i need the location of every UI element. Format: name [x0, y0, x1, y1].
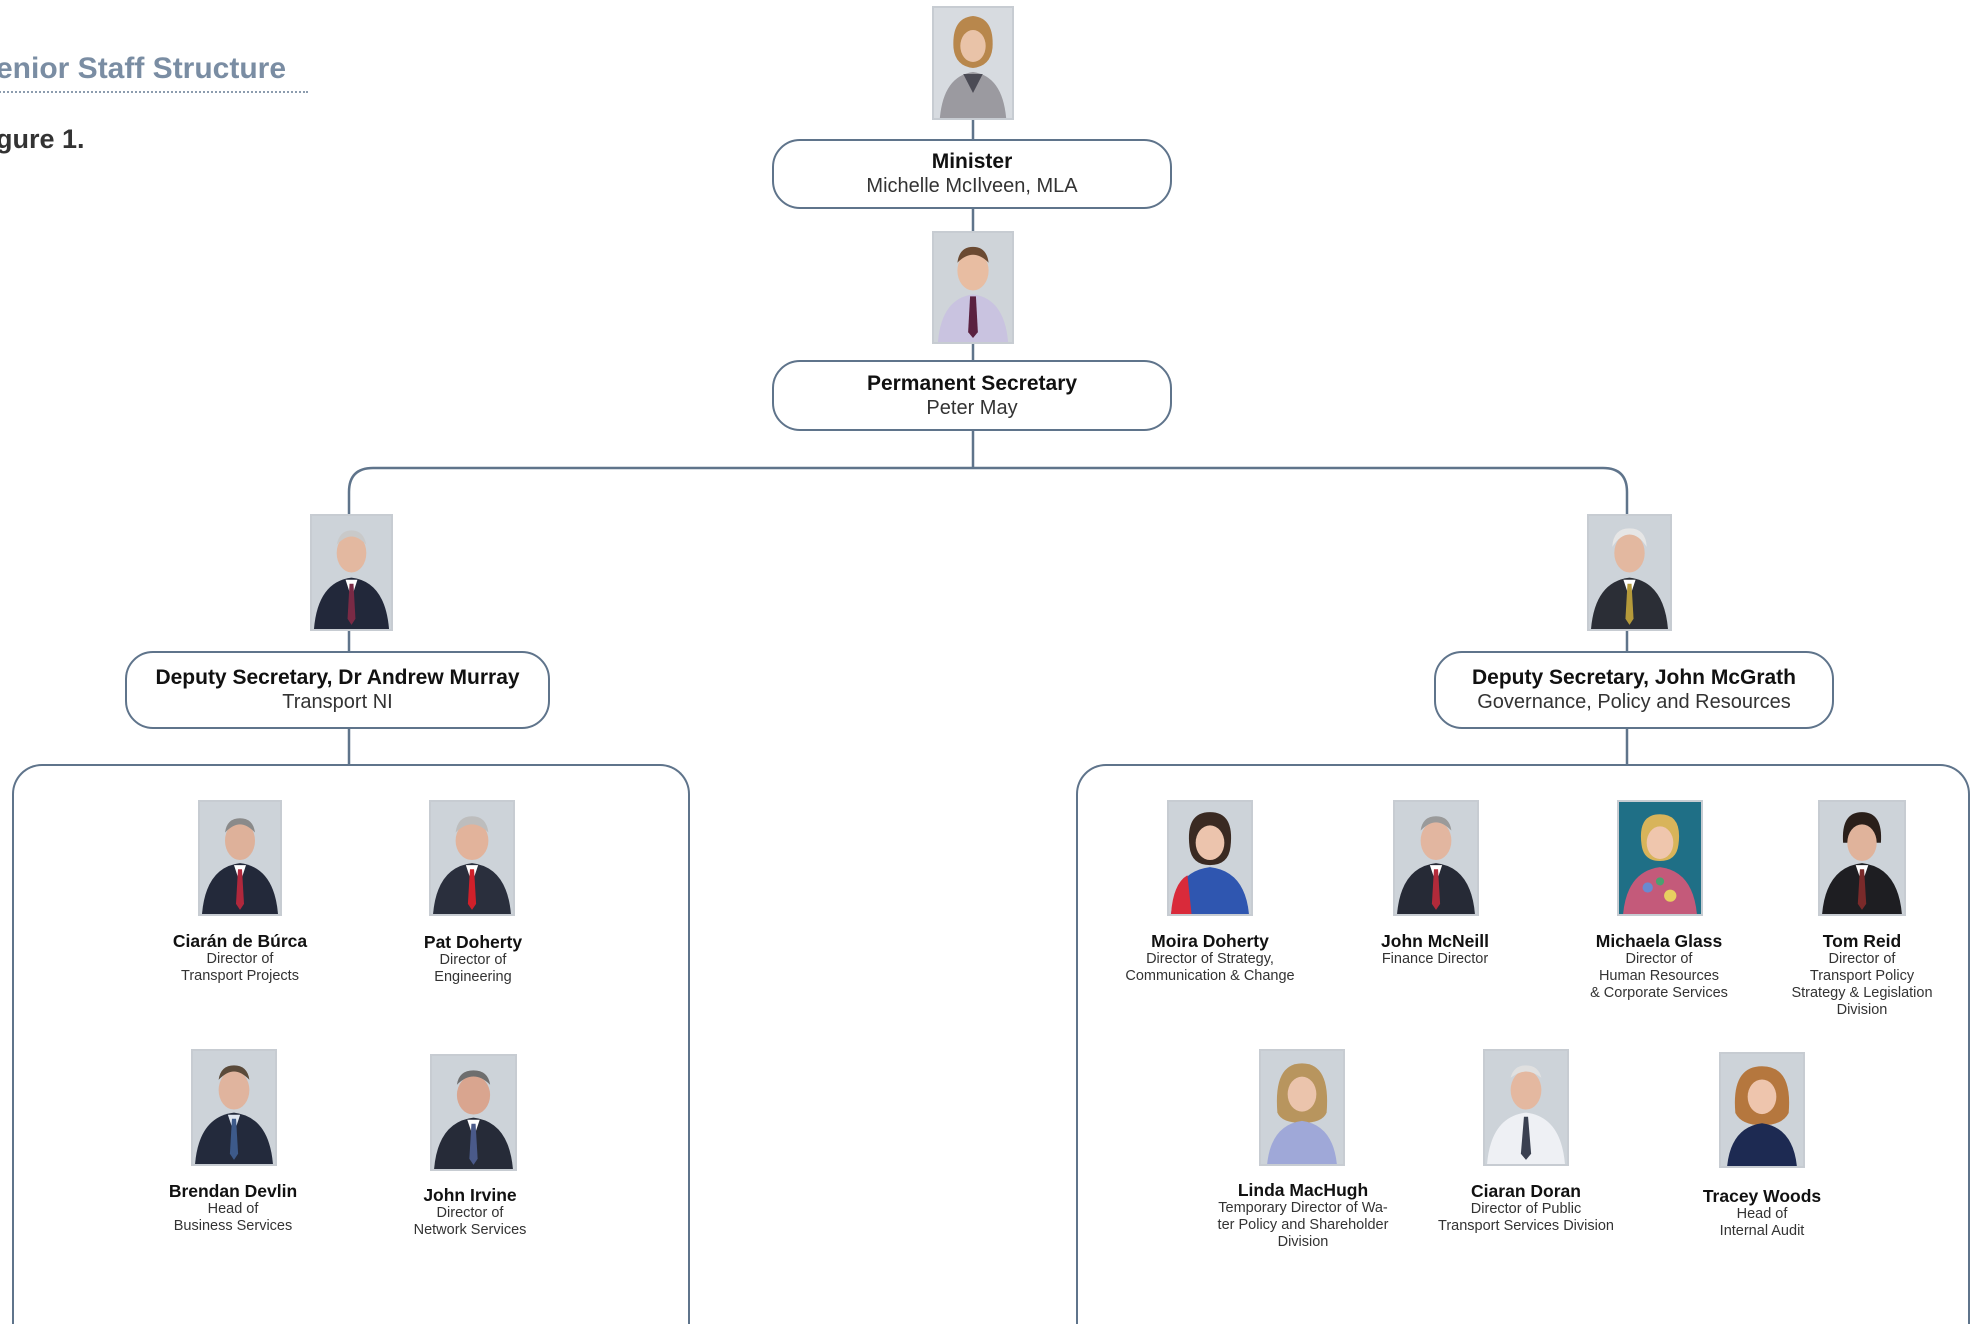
minister-title: Minister [931, 150, 1013, 173]
gpr-group [1076, 764, 1970, 1324]
staff-photo [1393, 800, 1479, 916]
staff-photo [1259, 1049, 1345, 1166]
staff-name: Tom Reid [1822, 931, 1902, 951]
deputy-right-unit: Governance, Policy and Resources [1477, 691, 1791, 713]
figure-label: gure 1. [0, 124, 85, 154]
connector-branch [347, 466, 1629, 516]
deputy-right-box: Deputy Secretary, John McGrath Governanc… [1434, 651, 1834, 729]
permanent-secretary-name: Peter May [926, 396, 1018, 419]
staff-role: Director of Transport Projects [181, 951, 299, 984]
staff-card: Pat Doherty Director of Engineering [373, 932, 573, 986]
staff-photo [1719, 1052, 1805, 1168]
permanent-secretary-box: Permanent Secretary Peter May [772, 360, 1172, 431]
staff-photo [429, 800, 515, 916]
staff-photo [198, 800, 282, 916]
staff-role: Director of Transport Policy Strategy & … [1791, 951, 1933, 1018]
staff-photo [191, 1049, 277, 1166]
staff-card: Linda MacHugh Temporary Director of Wa- … [1203, 1180, 1403, 1251]
staff-name: Ciaran Doran [1471, 1181, 1581, 1201]
minister-name: Michelle McIlveen, MLA [866, 175, 1078, 197]
staff-card: Tracey Woods Head of Internal Audit [1662, 1186, 1862, 1240]
staff-card: Brendan Devlin Head of Business Services [133, 1181, 333, 1235]
deputy-left-unit: Transport NI [282, 691, 393, 713]
staff-role: Director of Strategy, Communication & Ch… [1125, 951, 1295, 984]
staff-photo [430, 1054, 517, 1171]
staff-name: Moira Doherty [1151, 931, 1269, 951]
staff-role: Director of Engineering [434, 952, 512, 985]
permanent-secretary-title: Permanent Secretary [866, 371, 1078, 395]
staff-card: Moira Doherty Director of Strategy, Comm… [1110, 931, 1310, 985]
staff-photo [1818, 800, 1906, 916]
staff-name: John McNeill [1381, 931, 1489, 951]
staff-card: Michaela Glass Director of Human Resourc… [1559, 931, 1759, 1002]
staff-name: Linda MacHugh [1237, 1180, 1369, 1200]
staff-card: Ciarán de Búrca Director of Transport Pr… [140, 931, 340, 985]
staff-name: Ciarán de Búrca [172, 931, 308, 951]
staff-photo [1617, 800, 1703, 916]
staff-role: Temporary Director of Wa- ter Policy and… [1217, 1200, 1389, 1250]
staff-role: Finance Director [1381, 951, 1489, 967]
staff-name: John Irvine [423, 1185, 517, 1205]
minister-photo [932, 6, 1014, 120]
staff-photo [1167, 800, 1253, 916]
staff-role: Director of Network Services [413, 1205, 527, 1238]
staff-card: Tom Reid Director of Transport Policy St… [1762, 931, 1962, 1019]
deputy-right-title: Deputy Secretary, John McGrath [1471, 666, 1797, 689]
staff-photo [1483, 1049, 1569, 1166]
deputy-left-box: Deputy Secretary, Dr Andrew Murray Trans… [125, 651, 550, 729]
staff-card: John McNeill Finance Director [1335, 931, 1535, 968]
transport-ni-group [12, 764, 690, 1324]
staff-role: Director of Public Transport Services Di… [1438, 1201, 1614, 1234]
deputy-left-title: Deputy Secretary, Dr Andrew Murray [155, 666, 520, 689]
staff-name: Pat Doherty [423, 932, 523, 952]
staff-role: Head of Internal Audit [1719, 1206, 1805, 1239]
page-heading: enior Staff Structure [0, 52, 308, 93]
staff-role: Head of Business Services [173, 1201, 293, 1234]
staff-name: Michaela Glass [1595, 931, 1723, 951]
permanent-secretary-photo [932, 231, 1014, 344]
deputy-right-photo [1587, 514, 1672, 631]
staff-name: Brendan Devlin [168, 1181, 298, 1201]
staff-card: John Irvine Director of Network Services [370, 1185, 570, 1239]
staff-name: Tracey Woods [1702, 1186, 1822, 1206]
minister-box: Minister Michelle McIlveen, MLA [772, 139, 1172, 209]
deputy-left-photo [310, 514, 393, 631]
staff-role: Director of Human Resources & Corporate … [1590, 951, 1728, 1001]
staff-card: Ciaran Doran Director of Public Transpor… [1426, 1181, 1626, 1235]
